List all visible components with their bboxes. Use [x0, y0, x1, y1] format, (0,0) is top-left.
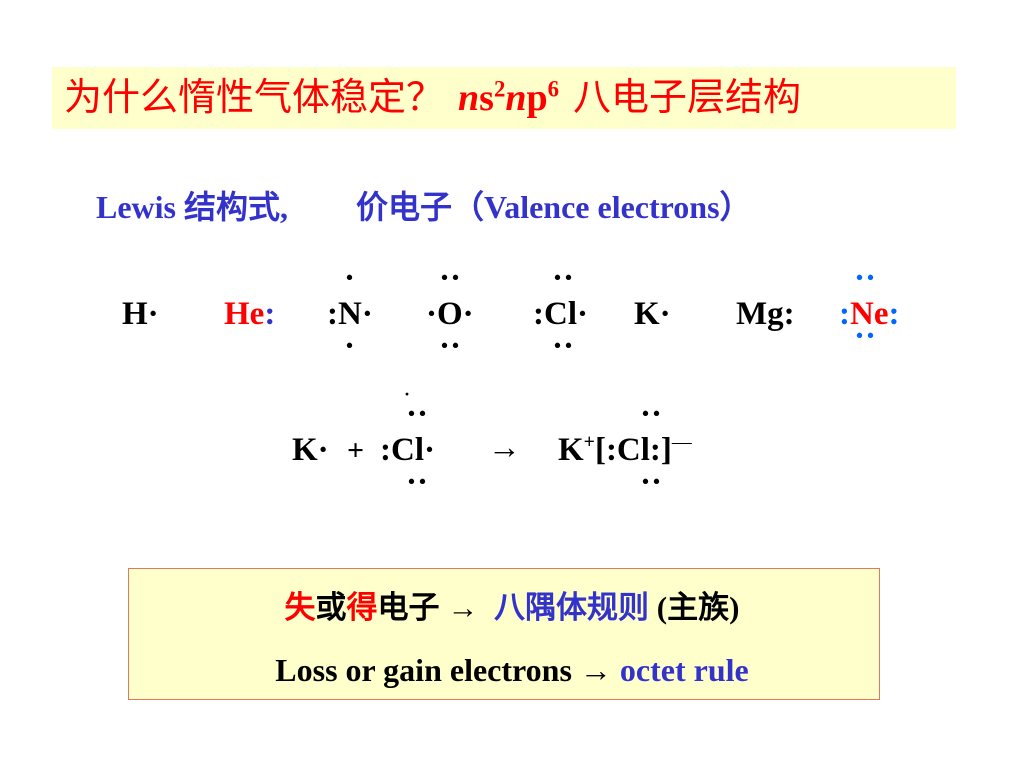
reaction-cl-top-dots: ··	[406, 396, 429, 432]
reaction-product: K+[:Cl:]—	[558, 431, 692, 468]
reaction-arrow: →	[488, 430, 521, 466]
product-cl-bottom-dots: ··	[640, 464, 663, 500]
reaction-cl-bottom-dots: ··	[406, 464, 429, 500]
ne-top-dots: ··	[854, 260, 877, 296]
lewis-mg: Mg:	[736, 296, 795, 332]
title-formula: ns2np6	[458, 76, 560, 119]
octet-rule-box	[128, 568, 880, 700]
n-top-dot: ·	[344, 260, 356, 296]
reaction-cl: :Cl·	[380, 432, 435, 468]
lewis-ne: :Ne:	[839, 296, 900, 332]
cl-bottom-dots: ··	[552, 328, 575, 364]
reaction-k: K·	[292, 432, 329, 468]
reaction-small-dot: ·	[404, 384, 411, 404]
ne-bottom-dots: ··	[854, 318, 877, 354]
n-bottom-dot: ·	[344, 328, 356, 364]
title-suffix: 八电子层结构	[573, 77, 802, 119]
rule-line-1: 失或得电子 → 八隅体规则 (主族)	[284, 590, 740, 625]
lewis-n: :N·	[327, 296, 373, 332]
subtitle-lewis: Lewis 结构式,	[96, 189, 289, 225]
title-question: 为什么惰性气体稳定？	[64, 77, 445, 119]
title-banner: 为什么惰性气体稳定？ ns2np6 八电子层结构	[52, 67, 956, 129]
lewis-he: He:	[224, 296, 276, 332]
subtitle-valence: 价电子（Valence electrons）	[356, 189, 752, 225]
subtitle: Lewis 结构式, 价电子（Valence electrons）	[96, 182, 752, 228]
lewis-cl: :Cl·	[533, 296, 588, 332]
rule-line-2: Loss or gain electrons → octet rule	[275, 652, 749, 688]
lewis-o: ·O·	[426, 296, 474, 332]
o-bottom-dots: ··	[439, 328, 462, 364]
o-top-dots: ··	[439, 260, 462, 296]
lewis-k: K·	[634, 296, 671, 332]
lewis-h: H·	[122, 296, 159, 332]
product-cl-top-dots: ··	[640, 396, 663, 432]
cl-top-dots: ··	[552, 260, 575, 296]
reaction-plus: +	[347, 434, 365, 467]
